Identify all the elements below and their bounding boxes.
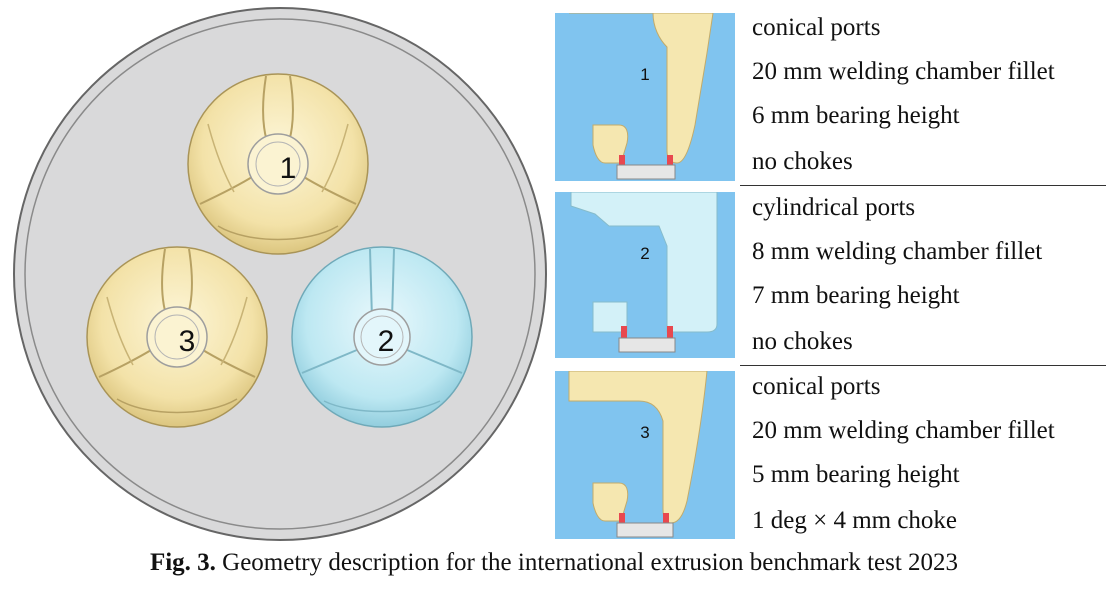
caption-text: Geometry description for the internation…	[215, 549, 959, 576]
spec-3-ports: conical ports	[752, 373, 881, 400]
port-label-1: 1	[280, 152, 297, 185]
figure-caption: Fig. 3. Geometry description for the int…	[0, 549, 1108, 577]
section-detail-2: 2	[555, 192, 735, 358]
divider-1	[740, 185, 1106, 186]
spec-2-bearing: 7 mm bearing height	[752, 282, 960, 309]
spec-2-ports: cylindrical ports	[752, 194, 916, 221]
divider-2	[740, 365, 1106, 366]
spec-1-bearing: 6 mm bearing height	[752, 102, 960, 129]
port-2: 2	[291, 246, 473, 428]
spec-3-bearing: 5 mm bearing height	[752, 461, 960, 488]
spec-1-fillet: 20 mm welding chamber fillet	[752, 58, 1055, 85]
section-detail-1: 1	[555, 13, 735, 181]
spec-2-choke: no chokes	[752, 328, 853, 355]
port-label-2: 2	[378, 325, 395, 358]
die-top-view: 1 3 2	[13, 7, 547, 541]
caption-prefix: Fig. 3.	[149, 549, 216, 576]
section-detail-3: 3	[555, 371, 735, 539]
spec-1-choke: no chokes	[752, 148, 853, 175]
port-label-3: 3	[179, 325, 196, 358]
detail-label-2: 2	[640, 244, 649, 263]
spec-1-ports: conical ports	[752, 14, 881, 41]
detail-label-3: 3	[640, 423, 649, 442]
port-1: 1	[187, 73, 369, 255]
spec-3-choke: 1 deg × 4 mm choke	[752, 507, 958, 534]
detail-label-1: 1	[640, 65, 649, 84]
spec-3-fillet: 20 mm welding chamber fillet	[752, 417, 1055, 444]
spec-2-fillet: 8 mm welding chamber fillet	[752, 238, 1043, 265]
port-3: 3	[86, 246, 268, 428]
